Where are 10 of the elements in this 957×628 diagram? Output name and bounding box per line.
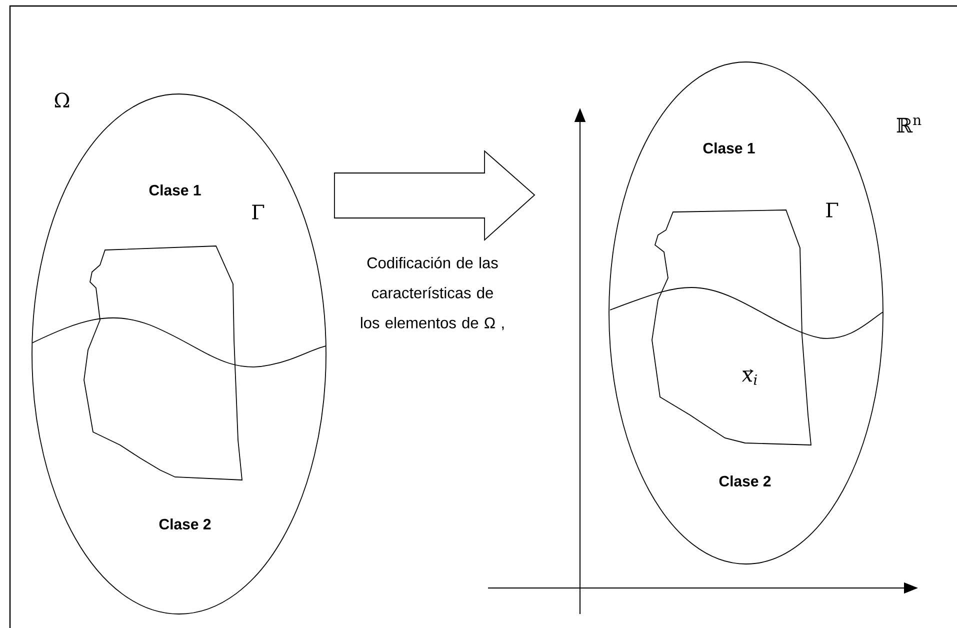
block-arrow [334,150,536,241]
edge-label: Codificación de las características de los elementos de Ω , [361,256,504,330]
class-label: Clase 2 [159,518,211,530]
vector-label: x$_{i}$ [742,368,757,385]
class-label: Clase 1 [149,184,201,196]
class-label: Clase 1 [703,142,755,154]
class-label: Clase 2 [719,475,771,486]
symbol-label: Γ [252,204,264,220]
symbol-label: Γ [826,202,838,218]
symbol-label: Ω [54,92,70,108]
